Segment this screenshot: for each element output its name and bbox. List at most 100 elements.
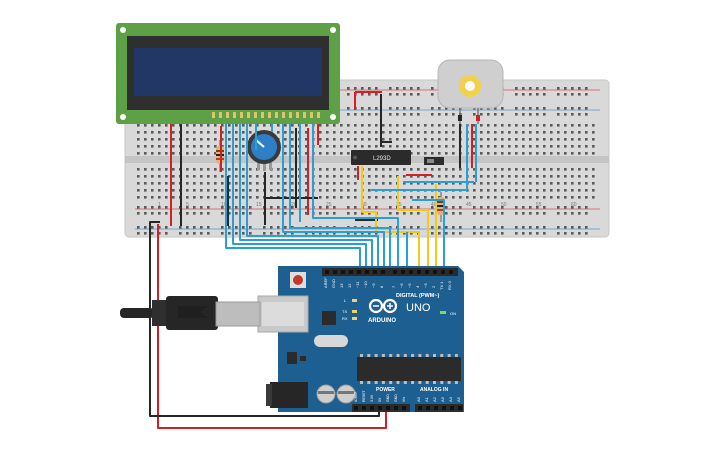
breadboard-hole [529, 138, 532, 141]
breadboard-hole [151, 226, 154, 229]
header-hole [394, 406, 398, 410]
breadboard-hole [543, 189, 546, 192]
breadboard-hole [186, 212, 189, 215]
breadboard-hole [550, 124, 553, 127]
breadboard-hole [305, 175, 308, 178]
breadboard-hole [242, 175, 245, 178]
breadboard-hole [165, 226, 168, 229]
breadboard-hole [144, 196, 147, 199]
breadboard-hole [445, 138, 448, 141]
breadboard-hole [522, 124, 525, 127]
breadboard-hole [319, 124, 322, 127]
breadboard-hole [459, 175, 462, 178]
breadboard-hole [235, 206, 238, 209]
header-hole [409, 270, 413, 274]
breadboard-hole [396, 124, 399, 127]
dc-motor[interactable] [437, 59, 504, 124]
wire-blue[interactable] [246, 114, 379, 270]
breadboard-hole [410, 196, 413, 199]
breadboard-hole [508, 138, 511, 141]
pin-label: 3.3V [370, 394, 374, 402]
breadboard-hole [354, 113, 357, 116]
breadboard-hole [529, 212, 532, 215]
arduino-uno[interactable]: AREF GND 13 12 ~11 ~10 ~9 8 7 ~6 ~5 4 ~3… [257, 266, 464, 412]
header-hole [417, 270, 421, 274]
usb-cable[interactable] [120, 296, 261, 330]
column-number: 50 [501, 202, 507, 208]
breadboard-hole [424, 124, 427, 127]
chip-pin [447, 354, 451, 357]
breadboard-hole [368, 124, 371, 127]
breadboard-hole [144, 138, 147, 141]
breadboard-hole [480, 175, 483, 178]
wire-gnd[interactable] [149, 221, 380, 417]
breadboard-hole [284, 124, 287, 127]
breadboard-hole [410, 124, 413, 127]
wire-yellow[interactable] [397, 176, 429, 270]
breadboard-hole [137, 152, 140, 155]
breadboard-hole [144, 182, 147, 185]
breadboard-hole [284, 182, 287, 185]
breadboard-hole [494, 131, 497, 134]
breadboard-hole [543, 107, 546, 110]
pin-label: A1 [424, 396, 429, 402]
breadboard-hole [151, 145, 154, 148]
wire-blue[interactable] [232, 114, 367, 270]
chip-pin [418, 381, 422, 384]
chip-pin [389, 354, 393, 357]
breadboard-hole [557, 152, 560, 155]
lcd-display[interactable] [116, 23, 340, 124]
pin-label: GND [331, 279, 336, 288]
breadboard-hole [200, 182, 203, 185]
lcd-pin [296, 112, 299, 118]
breadboard-hole [557, 206, 560, 209]
breadboard-hole [543, 145, 546, 148]
breadboard-hole [515, 189, 518, 192]
breadboard-hole [501, 107, 504, 110]
breadboard-hole [515, 145, 518, 148]
breadboard-hole [305, 232, 308, 235]
dc-power-jack[interactable] [270, 382, 308, 408]
wire-blue[interactable] [289, 114, 391, 270]
wire-blue[interactable] [412, 199, 445, 270]
breadboard-hole [214, 131, 217, 134]
breadboard-hole [319, 138, 322, 141]
wire-blue[interactable] [312, 124, 399, 270]
header-hole [325, 270, 329, 274]
breadboard-hole [494, 152, 497, 155]
breadboard-hole [585, 152, 588, 155]
breadboard-hole [536, 131, 539, 134]
breadboard-hole [158, 189, 161, 192]
breadboard-hole [319, 131, 322, 134]
breadboard-hole [466, 196, 469, 199]
reset-button[interactable] [293, 275, 303, 285]
breadboard-hole [193, 189, 196, 192]
breadboard-hole [459, 226, 462, 229]
breadboard-hole [578, 212, 581, 215]
breadboard-hole [452, 131, 455, 134]
breadboard-hole [494, 168, 497, 171]
crystal [314, 335, 348, 347]
wire-red[interactable] [354, 91, 382, 110]
pin-label: 8 [379, 285, 384, 288]
breadboard-hole [137, 145, 140, 148]
breadboard-hole [578, 107, 581, 110]
breadboard-hole [158, 124, 161, 127]
wire-blue[interactable] [282, 114, 385, 270]
breadboard-hole [571, 93, 574, 96]
wire-blue[interactable] [239, 114, 373, 270]
breadboard-hole [494, 212, 497, 215]
breadboard-hole [200, 196, 203, 199]
breadboard-hole [249, 206, 252, 209]
motor-driver-chip[interactable]: L293D [351, 150, 411, 165]
breadboard-hole [536, 182, 539, 185]
breadboard-hole [333, 182, 336, 185]
breadboard-hole [375, 124, 378, 127]
breadboard-hole [578, 113, 581, 116]
wire-yellow[interactable] [361, 166, 420, 270]
breadboard-hole [445, 152, 448, 155]
breadboard-hole [347, 182, 350, 185]
breadboard-hole [522, 189, 525, 192]
slide-switch[interactable] [424, 157, 444, 165]
wire-blue[interactable] [225, 114, 361, 270]
